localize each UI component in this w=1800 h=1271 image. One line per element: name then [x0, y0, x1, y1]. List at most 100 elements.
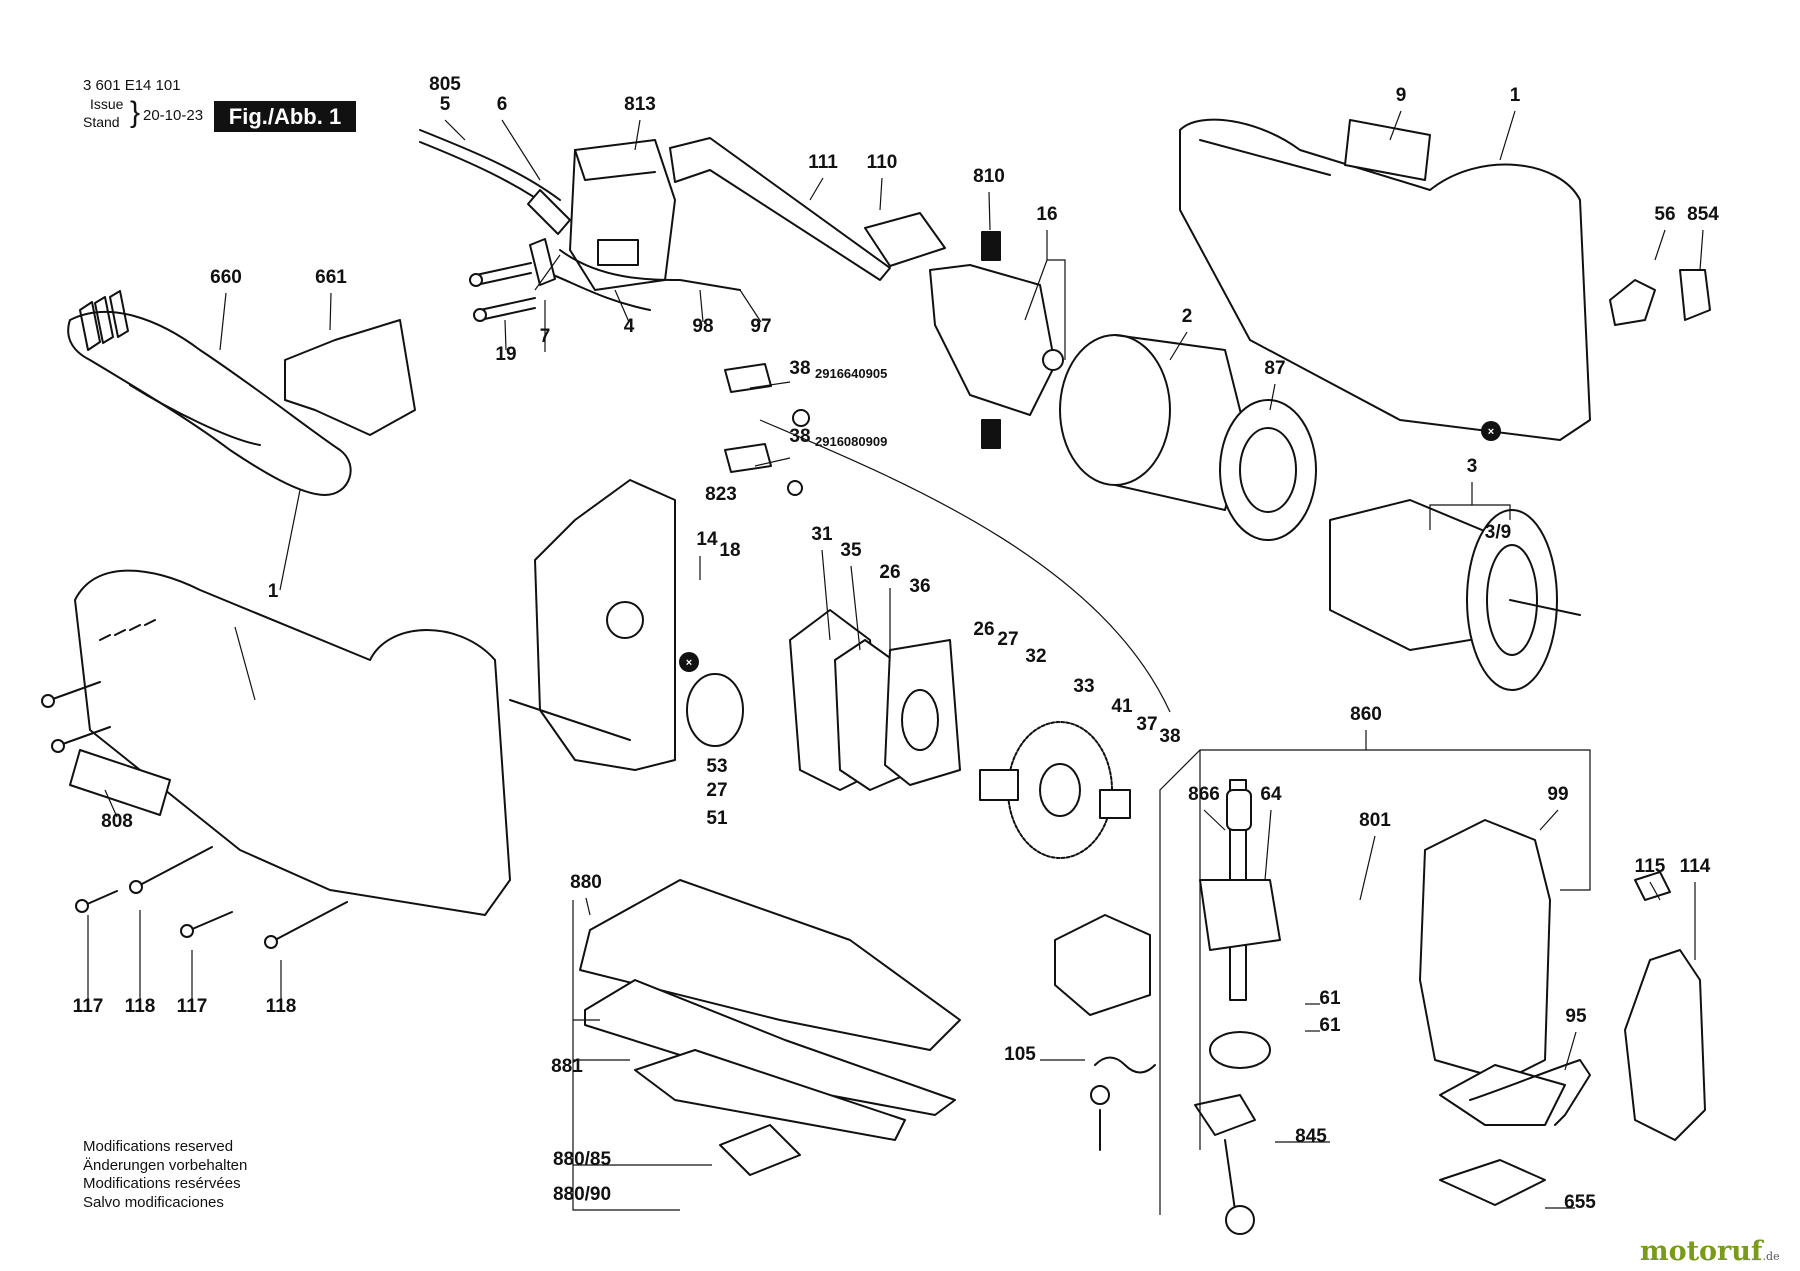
leader-line: [749, 381, 791, 389]
gear-wheel-part: [979, 721, 1131, 859]
leader-line: [1471, 482, 1511, 520]
chip-guard-part: [1624, 871, 1706, 1141]
callout-number: 53: [706, 756, 727, 777]
callout-number: 105: [1004, 1044, 1036, 1065]
switch-module-part: [539, 139, 741, 311]
brand-watermark: motoruf.de: [1640, 1236, 1780, 1267]
leader-line: [634, 119, 641, 151]
callout-number: 118: [125, 996, 156, 1017]
callout-number: 115: [1635, 856, 1666, 877]
callout-number: 110: [867, 152, 898, 173]
callout-number: 32: [1025, 646, 1046, 667]
callout-number: 880: [570, 872, 602, 893]
callout-number: 6: [497, 94, 508, 115]
leader-line: [444, 119, 466, 141]
callout-number: 7: [540, 326, 551, 347]
callout-number: 813: [624, 94, 656, 115]
callout-number: 3: [1467, 456, 1478, 477]
callout-number: 61: [1319, 988, 1341, 1009]
callout-number: 3/9: [1485, 522, 1511, 543]
housing-shell-part: [1179, 118, 1591, 441]
callout-number: 655: [1564, 1192, 1596, 1213]
callout-number: 661: [315, 267, 347, 288]
leader-line: [1649, 881, 1661, 901]
callout-number: 97: [750, 316, 771, 337]
callout-number: 1: [268, 581, 279, 602]
callout-number: 808: [101, 811, 133, 832]
callout-number: 117: [177, 996, 208, 1017]
brace-mark: }: [130, 96, 141, 129]
callout-number: 99: [1547, 784, 1568, 805]
gear-cover-part: [1419, 819, 1566, 1206]
leader-line: [754, 457, 791, 467]
leader-line: [1359, 835, 1376, 901]
callout-number: 95: [1565, 1006, 1587, 1027]
leader-line: [879, 177, 883, 211]
callout-number: 36: [909, 576, 930, 597]
cross-reference-x: ×: [1488, 426, 1494, 438]
callout-number: 98: [692, 316, 713, 337]
document-number: 3 601 E14 101: [83, 77, 181, 94]
modifications-line: Modifications reserved: [83, 1138, 234, 1155]
brand-name: motoruf: [1640, 1236, 1763, 1267]
label-sticker-part: [69, 749, 171, 816]
callout-number: 19: [495, 344, 516, 365]
nozzle-cap-part: [284, 319, 416, 436]
leader-line: [1024, 259, 1048, 321]
switch-rod-part: [669, 137, 946, 281]
callout-number: 810: [973, 166, 1005, 187]
leader-line: [1203, 809, 1226, 831]
leader-line: [614, 289, 630, 323]
stand-label: Stand: [83, 114, 120, 130]
leader-line: [821, 549, 831, 641]
callout-number: 805: [429, 74, 461, 95]
spring-clip-part: [1469, 1059, 1591, 1126]
callout-number: 2: [1182, 306, 1193, 327]
leader-line: [585, 897, 591, 916]
leader-line: [504, 319, 507, 351]
guide-roller-part: [1194, 1094, 1256, 1235]
leader-line: [1429, 504, 1472, 530]
callout-number: 660: [210, 267, 242, 288]
callout-number: 26: [973, 619, 994, 640]
modifications-notice: Modifications reserved Änderungen vorbeh…: [83, 1138, 247, 1212]
leader-line: [572, 900, 680, 1211]
callout-number: 1: [1510, 85, 1521, 106]
leader-line: [1699, 229, 1704, 271]
issue-date: 20-10-23: [143, 107, 204, 124]
leader-line: [988, 191, 991, 231]
plunger-rod-part: [1199, 779, 1281, 1069]
leader-line: [501, 119, 541, 181]
label-plate-part: [1344, 119, 1431, 181]
callout-number: 845: [1295, 1126, 1327, 1147]
leader-line: [1046, 230, 1066, 360]
callout-number: 881: [551, 1056, 583, 1077]
power-cord-part: [419, 129, 571, 235]
leader-line: [1499, 110, 1516, 161]
brush-holder-part: [929, 231, 1064, 449]
leader-line: [850, 565, 861, 651]
leader-line: [234, 626, 256, 701]
leader-line: [329, 292, 332, 331]
leader-line: [1389, 110, 1402, 141]
callout-number: 117: [73, 996, 104, 1017]
pendulum-lever-part: [1054, 914, 1156, 1151]
leader-line: [1539, 809, 1559, 831]
modifications-line: Modifications resérvées: [83, 1175, 241, 1192]
callout-number: 860: [1350, 704, 1382, 725]
part-number-label: 2916640905: [815, 366, 887, 381]
guide-plate-part: [789, 609, 961, 791]
leader-line: [104, 789, 118, 818]
callout-number: 51: [706, 808, 728, 829]
callout-number: 38: [789, 358, 810, 379]
gear-housing-part: [509, 479, 744, 771]
modifications-line: Salvo modificaciones: [83, 1193, 224, 1211]
dust-nozzle-part: [67, 290, 352, 496]
cross-reference-marker: [679, 652, 699, 672]
callout-number: 880/90: [553, 1184, 611, 1205]
callout-number: 14: [696, 529, 718, 550]
callout-number: 4: [624, 316, 635, 337]
leader-line: [1169, 331, 1188, 361]
